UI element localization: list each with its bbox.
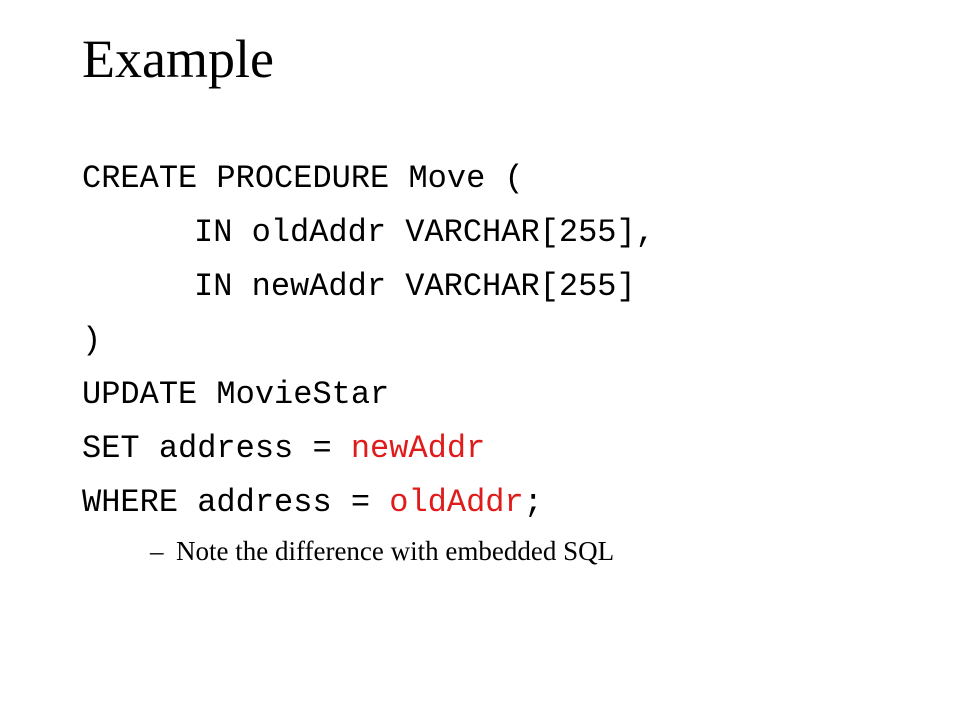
code-text: SET address = xyxy=(82,430,351,467)
code-line: ) xyxy=(82,322,102,359)
code-text: ; xyxy=(523,484,543,521)
code-line: UPDATE MovieStar xyxy=(82,376,390,413)
code-line: IN oldAddr VARCHAR[255], xyxy=(194,214,655,251)
code-line: WHERE address = oldAddr; xyxy=(82,476,655,530)
code-line: IN newAddr VARCHAR[255] xyxy=(194,268,636,305)
bullet-text: Note the difference with embedded SQL xyxy=(176,536,615,566)
code-line: CREATE PROCEDURE Move ( xyxy=(82,160,524,197)
code-line: SET address = newAddr xyxy=(82,422,655,476)
slide-title: Example xyxy=(82,29,274,89)
bullet-item: –Note the difference with embedded SQL xyxy=(150,536,614,567)
code-block: CREATE PROCEDURE Move ( IN oldAddr VARCH… xyxy=(82,152,655,530)
bullet-dash: – xyxy=(150,536,164,566)
highlighted-parameter: newAddr xyxy=(350,430,486,467)
highlighted-parameter: oldAddr xyxy=(389,484,524,521)
code-text: WHERE address = xyxy=(82,484,390,521)
